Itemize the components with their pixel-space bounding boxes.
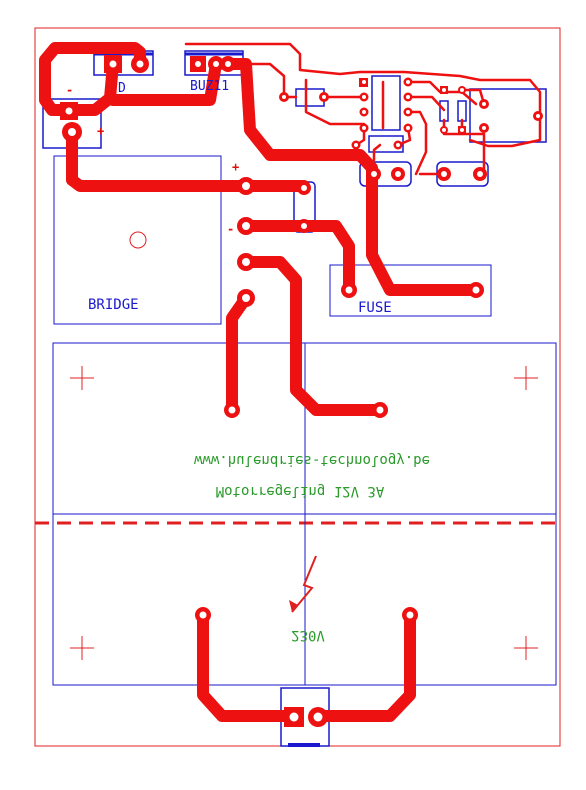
bridge-plus-label: + — [232, 160, 239, 174]
connector-minus-label: - — [66, 83, 73, 97]
power-traces — [39, 42, 482, 722]
trace-diode-pin — [62, 58, 119, 116]
potentiometer-outline — [469, 88, 547, 143]
bridge-outline — [53, 155, 222, 325]
mosfet-label: BUZ11 — [190, 79, 229, 94]
title-text: Motorregeling 12V 3A — [216, 483, 385, 499]
trace-mains-right — [312, 609, 416, 722]
lightning-arrow-icon — [289, 600, 298, 612]
trace-ic-pin — [304, 78, 366, 147]
trace-bridge-ac1 — [240, 256, 386, 416]
bridge-minus-label: - — [227, 222, 234, 236]
trace-gate-loop — [184, 42, 542, 148]
trace-mosfet-fuse — [222, 58, 482, 296]
diode-small-2 — [457, 100, 467, 122]
trace-mains-left — [197, 609, 300, 722]
trace-gate — [238, 62, 286, 99]
trace-ic-mid — [406, 95, 446, 112]
connector-plus-label: + — [97, 124, 104, 138]
crosshair-icon — [70, 366, 538, 660]
fuse-outline — [329, 264, 492, 317]
fuse-label: FUSE — [358, 300, 392, 316]
drill-holes — [65, 60, 540, 722]
trace-diode-loop — [39, 42, 146, 116]
ic-outline — [371, 75, 401, 131]
mounting-hole — [129, 231, 147, 249]
bridge-label: BRIDGE — [88, 297, 139, 313]
trace-cap-low — [372, 143, 382, 162]
voltage-text: 230V — [291, 627, 325, 643]
lightning-bolt-icon — [291, 555, 317, 613]
resistor-outline-1 — [359, 161, 412, 187]
trace-bridge-minus — [240, 220, 355, 296]
trace-diode-mosfet — [107, 58, 222, 106]
mains-connector-tab — [288, 743, 320, 747]
mirrored-text-group: www.hulendries-technology.be Motorregeli… — [194, 452, 430, 643]
trace-bridge-ac2 — [226, 292, 252, 416]
diode-label: D — [118, 81, 126, 96]
website-text: www.hulendries-technology.be — [194, 452, 430, 468]
trace-bridge-plus — [66, 126, 310, 192]
trace-ic-low — [406, 110, 428, 176]
